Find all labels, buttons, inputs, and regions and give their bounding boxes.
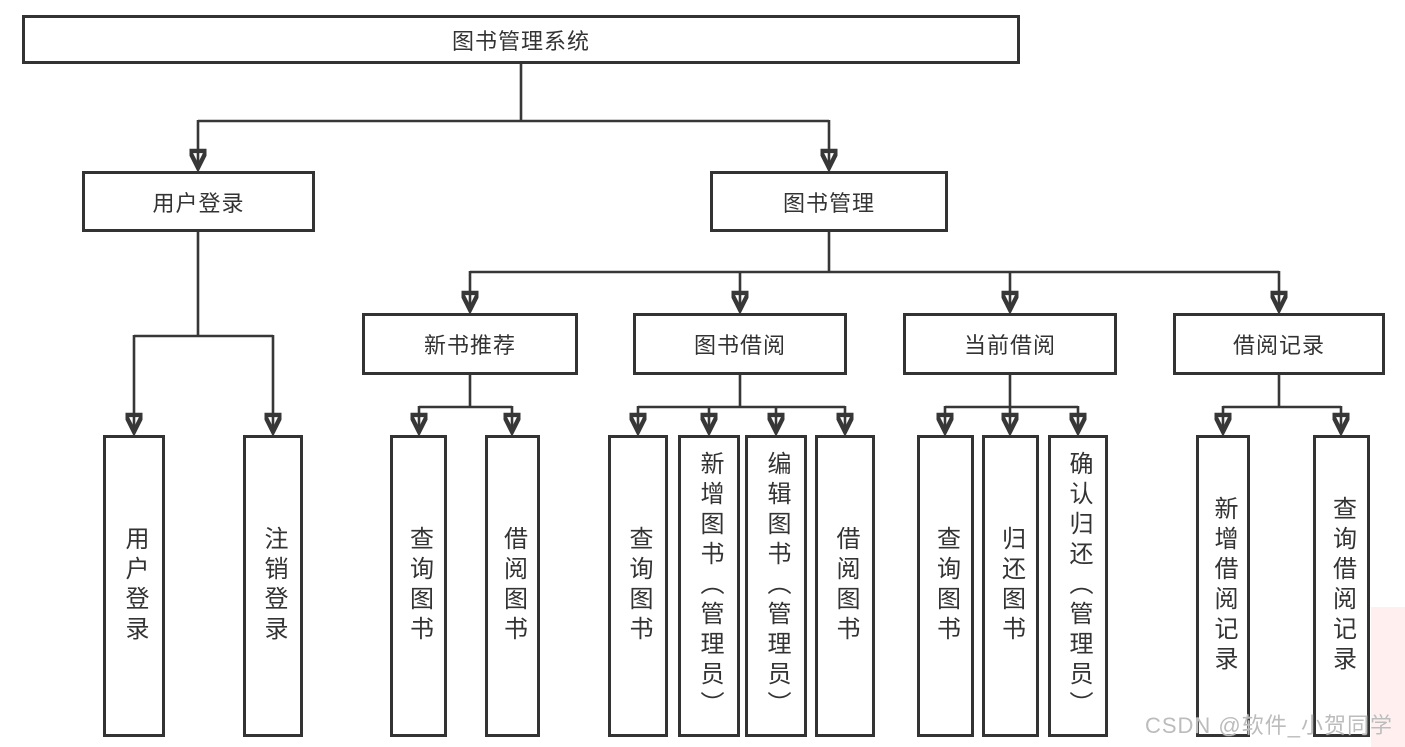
leaf-query-borrow-record: 查询借阅记录	[1313, 435, 1370, 737]
node-label: 归还图书	[997, 526, 1025, 646]
leaf-logout: 注销登录	[243, 435, 303, 737]
node-label: 用户登录	[121, 526, 148, 646]
node-borrow-records: 借阅记录	[1173, 313, 1385, 375]
node-label: 查询图书	[932, 526, 960, 646]
node-label: 当前借阅	[963, 333, 1056, 358]
node-label: 用户登录	[152, 190, 245, 216]
node-label: 查询图书	[405, 526, 433, 646]
connector-new-book-to-leaves	[419, 375, 512, 431]
node-label: 借阅图书	[832, 526, 859, 646]
node-new-book-recommend: 新书推荐	[362, 313, 578, 375]
connector-root-to-level2	[198, 64, 829, 167]
leaf-add-books-admin: 新增图书（管理员）	[678, 435, 740, 737]
connector-book-borrow-to-leaves	[638, 375, 845, 431]
leaf-query-books-2: 查询图书	[608, 435, 668, 737]
connector-book-mgmt-to-level3	[470, 232, 1279, 309]
node-label: 查询图书	[625, 526, 652, 646]
corner-tint	[1371, 607, 1405, 747]
leaf-user-login: 用户登录	[103, 435, 165, 737]
node-book-borrowing: 图书借阅	[633, 313, 847, 375]
node-current-borrowing: 当前借阅	[903, 313, 1117, 375]
node-label: 图书管理	[782, 190, 875, 216]
node-label: 图书管理系统	[451, 28, 590, 54]
node-label: 新增图书（管理员）	[696, 451, 723, 721]
leaf-borrow-books-1: 借阅图书	[485, 435, 540, 737]
node-label: 新书推荐	[423, 333, 516, 358]
node-label: 注销登录	[260, 526, 287, 646]
leaf-edit-books-admin: 编辑图书（管理员）	[745, 435, 807, 737]
leaf-query-books-3: 查询图书	[917, 435, 974, 737]
node-system-root: 图书管理系统	[22, 15, 1020, 64]
node-user-login: 用户登录	[82, 171, 315, 232]
leaf-add-borrow-record: 新增借阅记录	[1196, 435, 1250, 737]
node-label: 图书借阅	[693, 333, 786, 358]
connector-user-login-to-leaves	[134, 232, 273, 431]
connector-current-borrow-to-leaves	[945, 375, 1078, 431]
node-label: 借阅图书	[499, 526, 527, 646]
connector-borrow-records-to-leaves	[1223, 375, 1341, 431]
csdn-watermark: CSDN @软件_小贺同学	[1144, 713, 1393, 738]
leaf-borrow-books-2: 借阅图书	[815, 435, 875, 737]
node-label: 编辑图书（管理员）	[763, 451, 790, 721]
leaf-return-books: 归还图书	[982, 435, 1039, 737]
leaf-query-books-1: 查询图书	[390, 435, 447, 737]
node-book-management: 图书管理	[710, 171, 948, 232]
leaf-confirm-return-admin: 确认归还（管理员）	[1048, 435, 1108, 737]
node-label: 借阅记录	[1232, 333, 1325, 358]
node-label: 确认归还（管理员）	[1065, 451, 1092, 721]
node-label: 新增借阅记录	[1210, 496, 1237, 676]
node-label: 查询借阅记录	[1328, 496, 1356, 676]
